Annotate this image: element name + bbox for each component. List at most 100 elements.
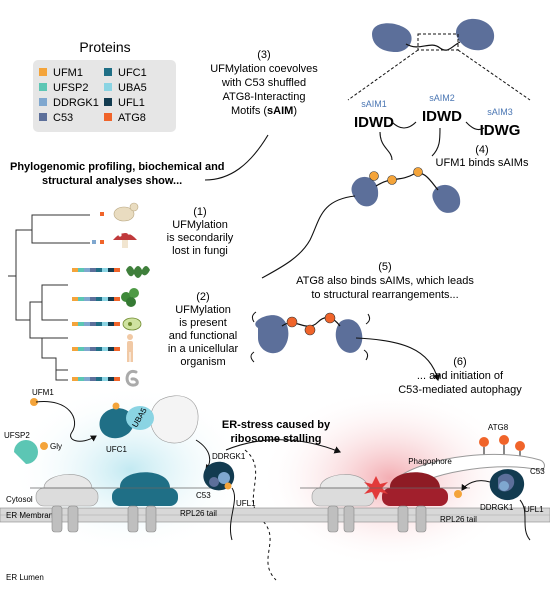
ddrgk1-label: DDRGK1 bbox=[212, 452, 246, 461]
ufl1-label: UFL1 bbox=[236, 499, 256, 508]
atg8-bead bbox=[324, 312, 336, 324]
ufl1-complex-left bbox=[203, 461, 236, 541]
atg8-bead bbox=[304, 324, 316, 336]
step6-number: (6) bbox=[453, 356, 466, 368]
step5-line-2: to structural rearrangements... bbox=[311, 289, 458, 301]
legend-swatch-uba5 bbox=[104, 83, 112, 91]
legend-label-ufsp2: UFSP2 bbox=[53, 82, 88, 94]
c53-right-label: C53 bbox=[530, 467, 545, 476]
profile-bars-plant-1 bbox=[72, 268, 120, 272]
ufc1-uba5-complex: UBA5 bbox=[99, 395, 199, 444]
step2-line-1: UFMylation bbox=[175, 304, 231, 316]
legend-label-ufc1: UFC1 bbox=[118, 67, 147, 79]
step3-line-1: UFMylation coevolves bbox=[210, 63, 318, 75]
legend-label-uba5: UBA5 bbox=[118, 82, 147, 94]
step3-line-3: ATG8-Interacting bbox=[223, 91, 306, 103]
step5-line-1: ATG8 also binds sAIMs, which leads bbox=[296, 275, 474, 287]
legend-swatch-ufl1 bbox=[104, 98, 112, 106]
human-icon bbox=[127, 334, 133, 362]
saim1-label: sAIM1 bbox=[361, 99, 387, 109]
legend-swatch-c53 bbox=[39, 113, 47, 121]
saim3-sequence: IDWG bbox=[480, 122, 521, 139]
step2-line-2: is present bbox=[179, 317, 227, 329]
rpl26-right-label: RPL26 tail bbox=[440, 515, 477, 524]
intro-line-1: Phylogenomic profiling, biochemical and bbox=[10, 161, 225, 173]
profile-bars-unicellular bbox=[72, 322, 120, 326]
intro-connector bbox=[204, 134, 269, 181]
ufl1-complex-right bbox=[454, 469, 531, 541]
mushroom-icon bbox=[113, 233, 137, 240]
gly-label: Gly bbox=[50, 442, 62, 451]
cytosol-label: Cytosol bbox=[6, 495, 33, 504]
legend-label-c53: C53 bbox=[53, 112, 73, 124]
legend-box bbox=[33, 60, 176, 132]
step2-line-4: in a unicellular bbox=[168, 343, 239, 355]
legend-swatch-ufc1 bbox=[104, 68, 112, 76]
step3-line-2: with C53 shuffled bbox=[221, 77, 306, 89]
zoom-box bbox=[417, 33, 459, 51]
saim2-sequence: IDWD bbox=[422, 108, 462, 125]
worm-icon bbox=[125, 369, 139, 387]
plant-icon bbox=[126, 266, 150, 278]
step2-number: (2) bbox=[196, 291, 209, 303]
legend-swatch-ufm1 bbox=[39, 68, 47, 76]
stress-line-2: ribosome stalling bbox=[230, 433, 321, 445]
step4-line-1: UFM1 binds sAIMs bbox=[436, 157, 529, 169]
legend-label-ddrgk1: DDRGK1 bbox=[53, 97, 99, 109]
legend-title: Proteins bbox=[79, 39, 130, 55]
step1-line-1: UFMylation bbox=[172, 219, 228, 231]
red-glow bbox=[260, 388, 520, 568]
step3-line-4a: Motifs ( bbox=[231, 105, 267, 117]
c53-atg8-complex bbox=[250, 311, 371, 363]
legend-label-atg8: ATG8 bbox=[118, 112, 146, 124]
step3-line-4: Motifs (sAIM) bbox=[231, 105, 297, 117]
stress-line-1: ER-stress caused by bbox=[222, 419, 331, 431]
gly-shape bbox=[40, 442, 48, 450]
yeast-icon bbox=[113, 206, 135, 222]
step5-number: (5) bbox=[378, 261, 391, 273]
atg8-cluster bbox=[479, 435, 525, 462]
ribosome-right-2 bbox=[382, 472, 448, 533]
er-membrane-label: ER Membrane bbox=[6, 511, 58, 520]
step2-line-5: organism bbox=[180, 356, 225, 368]
step2-line-3: and functional bbox=[169, 330, 238, 342]
phagophore-label: Phagophore bbox=[408, 457, 452, 466]
ufm1-label: UFM1 bbox=[32, 388, 54, 397]
step4-number: (4) bbox=[475, 144, 488, 156]
step1-line-2: is secondarily bbox=[167, 232, 234, 244]
species-profiles bbox=[72, 202, 150, 387]
step3-line-4c: ) bbox=[293, 105, 297, 117]
protein-legend: Proteins UFM1 UFSP2 DDRGK1 C53 UFC1 UBA5… bbox=[33, 39, 176, 132]
ufm1-bead bbox=[387, 175, 397, 185]
step3-saim-bold: sAIM bbox=[267, 105, 293, 117]
phylogenetic-tree bbox=[8, 214, 90, 381]
step6-line-1: ... and initiation of bbox=[417, 370, 504, 382]
c53-label: C53 bbox=[196, 491, 211, 500]
legend-swatch-atg8 bbox=[104, 113, 112, 121]
er-lumen-label: ER Lumen bbox=[6, 573, 44, 582]
ufc1-label: UFC1 bbox=[106, 445, 127, 454]
ufm1-bead bbox=[369, 171, 379, 181]
atg8-bead bbox=[286, 316, 298, 328]
profile-bars-plant-2 bbox=[72, 297, 120, 301]
profile-bars-human bbox=[72, 347, 120, 351]
saim3-label: sAIM3 bbox=[487, 107, 513, 117]
ufl1-right-label: UFL1 bbox=[524, 505, 544, 514]
atg8-label: ATG8 bbox=[488, 423, 509, 432]
c53-ufm1-complex bbox=[351, 167, 461, 213]
ufm1-free bbox=[30, 398, 38, 406]
c53-dimer bbox=[372, 18, 495, 52]
ribosome-left-1 bbox=[35, 474, 99, 533]
step3-number: (3) bbox=[257, 49, 270, 61]
ufm1-bead bbox=[413, 167, 423, 177]
ribosome-left-2 bbox=[112, 472, 178, 533]
legend-label-ufm1: UFM1 bbox=[53, 67, 83, 79]
phagophore-membrane bbox=[399, 453, 545, 489]
step1-line-3: lost in fungi bbox=[172, 245, 228, 257]
profile-bars-worm bbox=[72, 377, 120, 381]
saim2-label: sAIM2 bbox=[429, 93, 455, 103]
ufsp2-label: UFSP2 bbox=[4, 431, 30, 440]
intro-line-2: structural analyses show... bbox=[42, 175, 182, 187]
legend-label-ufl1: UFL1 bbox=[118, 97, 145, 109]
